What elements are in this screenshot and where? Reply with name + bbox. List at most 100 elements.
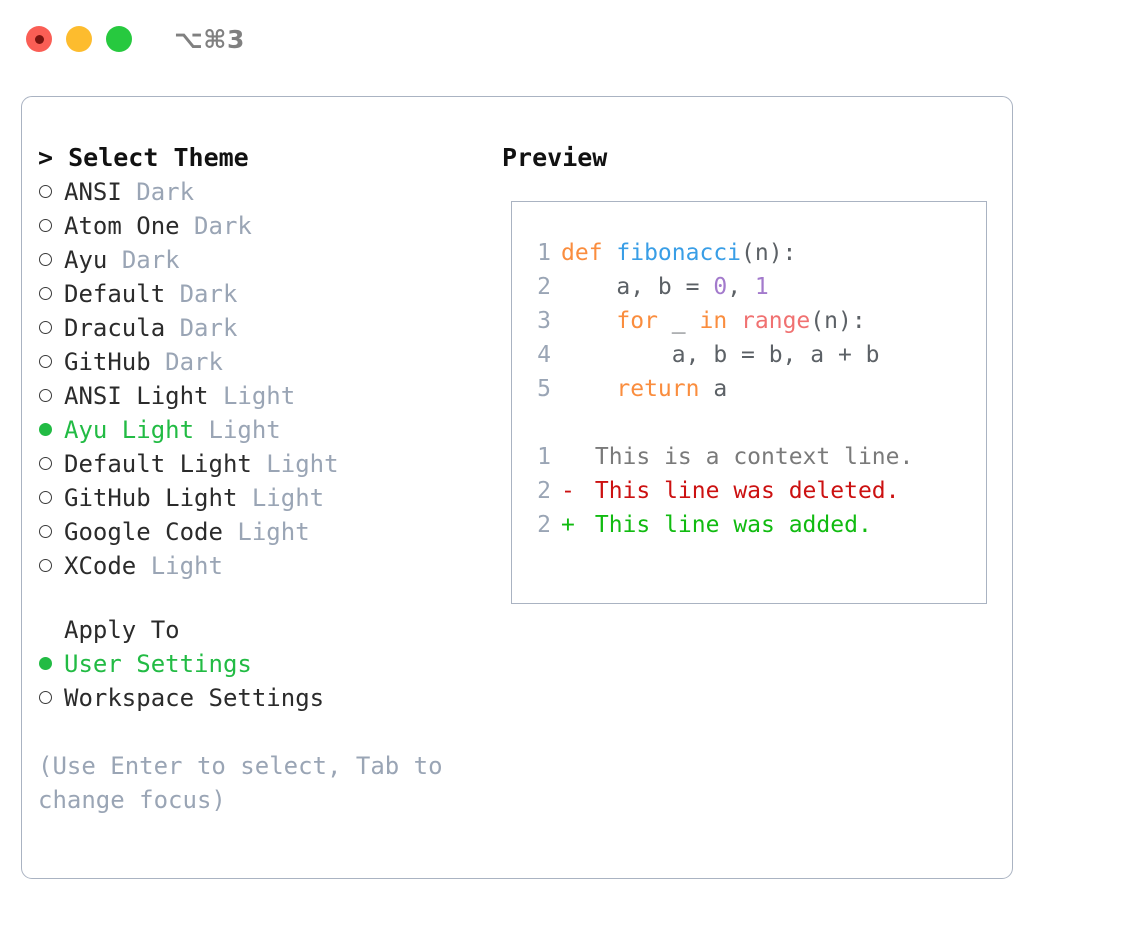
theme-option-label: Atom One xyxy=(64,212,180,240)
theme-option-label: Google Code xyxy=(64,518,223,546)
maximize-button[interactable] xyxy=(106,26,132,52)
code-line: 2 a, b = 0, 1 xyxy=(512,270,986,304)
theme-variant-badge: Light xyxy=(251,484,325,512)
code-line: 4 a, b = b, a + b xyxy=(512,338,986,372)
theme-option-github[interactable]: GitHub Dark xyxy=(38,345,478,379)
code-token: in xyxy=(699,308,728,334)
radio-dot xyxy=(39,691,52,704)
theme-variant-badge: Dark xyxy=(179,314,238,342)
radio-dot xyxy=(39,423,52,436)
theme-option-label: GitHub xyxy=(64,348,151,376)
close-button[interactable] xyxy=(26,26,52,52)
apply-to-option-label: User Settings xyxy=(64,650,252,678)
diff-line-text: This is a context line. xyxy=(581,444,914,470)
theme-option-default-light[interactable]: Default Light Light xyxy=(38,447,478,481)
radio-dot xyxy=(39,287,52,300)
code-line: 1 def fibonacci(n): xyxy=(512,236,986,270)
theme-option-dracula[interactable]: Dracula Dark xyxy=(38,311,478,345)
theme-option-google-code[interactable]: Google Code Light xyxy=(38,515,478,549)
code-diff-separator xyxy=(512,406,986,440)
apply-to-option-user-settings[interactable]: User Settings xyxy=(38,647,478,681)
diff-line: 2 + This line was added. xyxy=(512,508,986,542)
diff-marker: + xyxy=(561,512,575,538)
code-token: for xyxy=(616,308,658,334)
code-token: def xyxy=(561,240,617,266)
code-token: , xyxy=(727,274,755,300)
radio-dot xyxy=(39,253,52,266)
code-line-number: 1 xyxy=(537,240,551,266)
code-token: 0 xyxy=(713,274,728,300)
code-line-number: 4 xyxy=(537,342,551,368)
theme-option-label: GitHub Light xyxy=(64,484,238,512)
theme-variant-badge: Dark xyxy=(165,348,223,376)
theme-option-ansi[interactable]: ANSI Dark xyxy=(38,175,478,209)
theme-option-atom-one[interactable]: Atom One Dark xyxy=(38,209,478,243)
radio-dot xyxy=(39,657,52,670)
code-token: 1 xyxy=(754,274,769,300)
theme-variant-badge: Light xyxy=(150,552,223,580)
code-token xyxy=(561,308,616,334)
theme-option-label: XCode xyxy=(64,552,137,580)
radio-dot xyxy=(39,559,52,572)
keyboard-hint-text: (Use Enter to select, Tab to change focu… xyxy=(38,752,443,814)
theme-variant-badge: Dark xyxy=(179,280,238,308)
code-token: _ xyxy=(657,308,700,334)
code-token xyxy=(727,308,741,334)
diff-line: 2- This line was deleted. xyxy=(512,474,986,508)
theme-option-label: ANSI xyxy=(64,178,122,206)
window-titlebar: ⌥⌘3 xyxy=(0,0,1140,78)
code-token: fibonacci xyxy=(616,240,742,266)
diff-line-number: 2 xyxy=(537,478,551,504)
apply-to-option-label: Workspace Settings xyxy=(64,684,325,712)
theme-option-default[interactable]: Default Dark xyxy=(38,277,478,311)
theme-option-ayu-light[interactable]: Ayu Light Light xyxy=(38,413,478,447)
code-token xyxy=(561,376,616,402)
code-line-number: 2 xyxy=(537,274,551,300)
minimize-button[interactable] xyxy=(66,26,92,52)
diff-line-number: 2 xyxy=(537,512,551,538)
code-token: (n): xyxy=(741,240,797,266)
apply-to-label: Apply To xyxy=(64,616,180,644)
theme-option-label: Default Light xyxy=(64,450,252,478)
radio-dot xyxy=(39,219,52,232)
theme-option-label: Ayu xyxy=(64,246,108,274)
radio-dot xyxy=(39,491,52,504)
theme-variant-badge: Dark xyxy=(194,212,252,240)
code-token: (n): xyxy=(810,308,866,334)
radio-dot xyxy=(39,457,52,470)
radio-dot xyxy=(39,321,52,334)
code-token: range xyxy=(741,308,811,334)
theme-variant-badge: Dark xyxy=(121,246,180,274)
diff-marker xyxy=(561,440,581,474)
radio-dot xyxy=(39,185,52,198)
traffic-lights xyxy=(26,26,132,52)
radio-dot xyxy=(39,355,52,368)
theme-variant-badge: Light xyxy=(266,450,339,478)
code-line: 5 return a xyxy=(512,372,986,406)
code-line-number: 3 xyxy=(537,308,551,334)
preview-header: Preview xyxy=(502,143,608,172)
hint-spacer xyxy=(38,715,478,749)
theme-option-label: ANSI Light xyxy=(64,382,209,410)
theme-option-label: Default xyxy=(64,280,166,308)
diff-line: 1 This is a context line. xyxy=(512,440,986,474)
apply-to-option-workspace-settings[interactable]: Workspace Settings xyxy=(38,681,478,715)
diff-line-text: This line was added. xyxy=(581,512,872,538)
shortcut-label: ⌥⌘3 xyxy=(174,24,245,54)
theme-option-label: Dracula xyxy=(64,314,166,342)
diff-line-text: This line was deleted. xyxy=(581,478,900,504)
theme-option-ansi-light[interactable]: ANSI Light Light xyxy=(38,379,478,413)
code-token: a, b = b, a + b xyxy=(561,342,880,368)
theme-option-xcode[interactable]: XCode Light xyxy=(38,549,478,583)
theme-option-github-light[interactable]: GitHub Light Light xyxy=(38,481,478,515)
radio-dot xyxy=(39,389,52,402)
theme-option-ayu[interactable]: Ayu Dark xyxy=(38,243,478,277)
code-token: a, b = xyxy=(561,274,714,300)
